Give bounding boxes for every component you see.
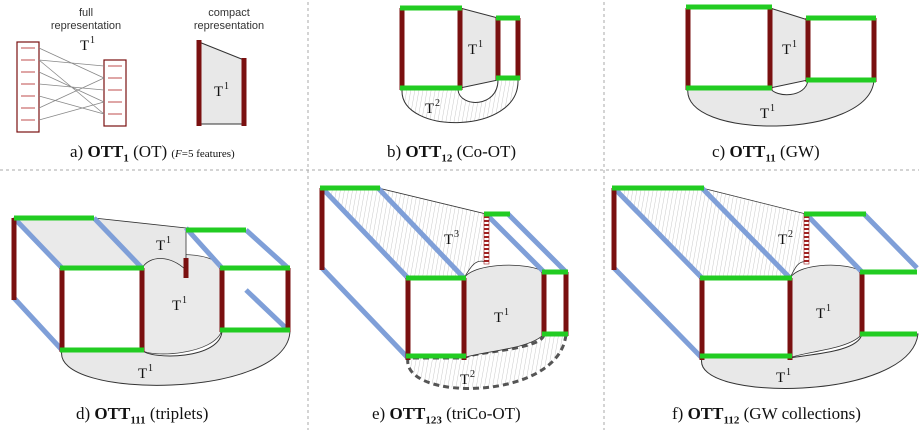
panel-b-co-ot: T 1 T 2: [399, 5, 521, 124]
svg-text:T: T: [444, 232, 453, 248]
svg-text:1: 1: [478, 39, 483, 50]
svg-text:T: T: [494, 310, 503, 326]
svg-text:T: T: [760, 106, 769, 122]
svg-text:T: T: [778, 232, 787, 248]
svg-text:1: 1: [786, 367, 791, 378]
panel-e-tri-co-ot: T 3 T 1 T 2: [319, 185, 569, 390]
svg-text:1: 1: [504, 307, 509, 318]
svg-text:T: T: [156, 238, 165, 254]
caption-a-note: (F=5 features): [171, 148, 235, 160]
svg-text:2: 2: [470, 369, 475, 380]
svg-text:1: 1: [224, 81, 229, 92]
svg-text:1: 1: [90, 35, 95, 46]
caption-c: c) OTT11 (GW): [712, 142, 820, 165]
svg-text:T: T: [138, 366, 147, 382]
svg-text:2: 2: [788, 229, 793, 240]
svg-text:compact: compact: [208, 7, 250, 19]
svg-text:T: T: [460, 372, 469, 388]
svg-text:1: 1: [182, 295, 187, 306]
svg-text:1: 1: [792, 39, 797, 50]
svg-text:T: T: [468, 42, 477, 58]
svg-text:2: 2: [435, 98, 440, 109]
left-feature-dots: [21, 47, 35, 121]
svg-text:1: 1: [148, 363, 153, 374]
svg-text:3: 3: [454, 229, 459, 240]
panel-a-compact-representation: compact representation T 1: [194, 7, 264, 126]
svg-text:full: full: [79, 7, 93, 19]
svg-text:T: T: [80, 38, 89, 54]
svg-text:T: T: [776, 370, 785, 386]
svg-text:T: T: [214, 84, 223, 100]
caption-a: a) OTT1 (OT) (F=5 features): [70, 142, 235, 165]
svg-text:T: T: [425, 101, 434, 117]
caption-f: f) OTT112 (GW collections): [672, 404, 861, 427]
svg-text:T: T: [782, 42, 791, 58]
panel-a-full-representation: full representation T 1: [16, 7, 127, 133]
panel-f-gw-collections: T 2 T 1 T 1: [611, 185, 919, 389]
panel-d-triplets: T 1 T 1 T 1: [11, 215, 291, 386]
caption-e: e) OTT123 (triCo-OT): [372, 404, 521, 427]
svg-text:T: T: [816, 306, 825, 322]
caption-b: b) OTT12 (Co-OT): [387, 142, 517, 165]
svg-text:T: T: [172, 298, 181, 314]
svg-text:1: 1: [166, 235, 171, 246]
panel-c-gw: T 1 T 1: [685, 4, 877, 127]
caption-d: d) OTT111 (triplets): [76, 404, 209, 427]
svg-text:representation: representation: [51, 20, 121, 32]
svg-text:1: 1: [826, 303, 831, 314]
svg-text:1: 1: [770, 103, 775, 114]
coupling-lines: [38, 47, 105, 121]
svg-text:representation: representation: [194, 20, 264, 32]
